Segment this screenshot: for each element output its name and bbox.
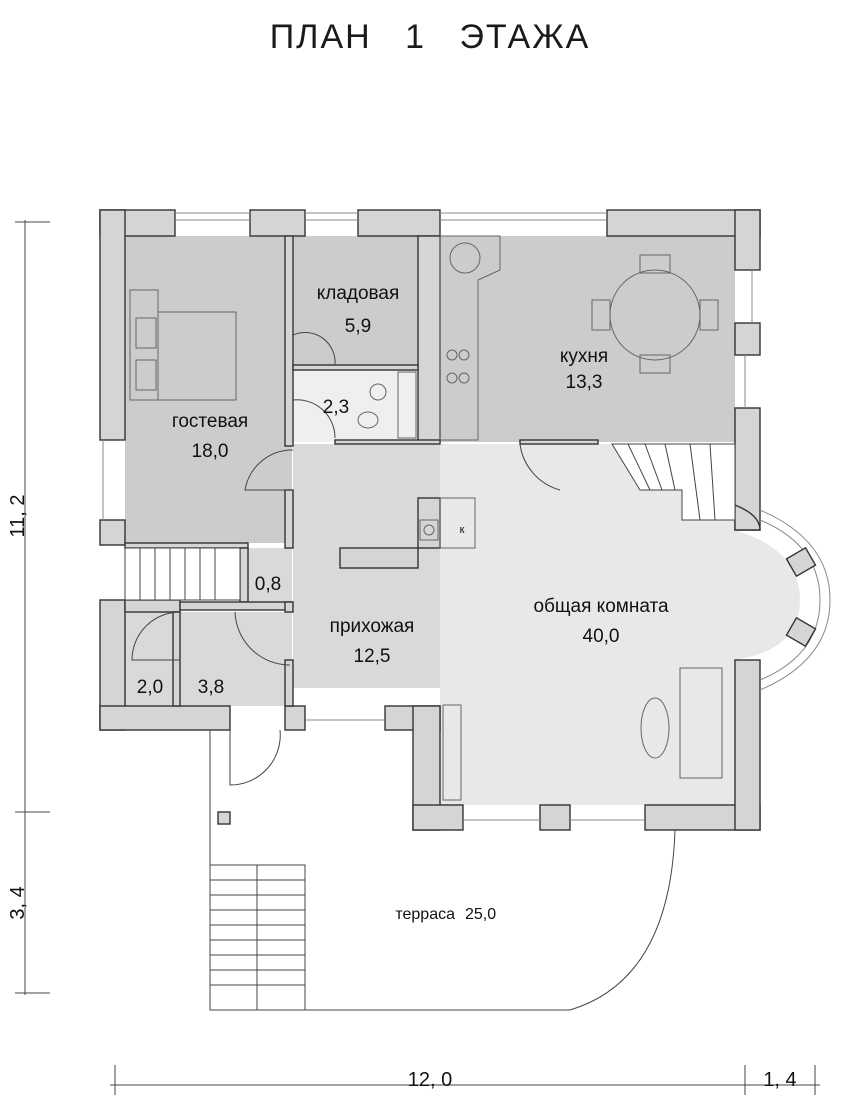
terrace-area: 25,0	[465, 906, 496, 923]
bay-pillar	[785, 546, 817, 578]
kitchen-area: 13,3	[566, 372, 603, 393]
wall	[334, 439, 441, 445]
dining-table	[591, 254, 719, 374]
terrace-name: терраса	[395, 906, 455, 923]
small-closet-area: 0,8	[255, 574, 281, 595]
kitchen-name: кухня	[560, 346, 608, 367]
wall	[172, 611, 181, 707]
room-a-area: 2,0	[137, 677, 163, 698]
storage-floor	[293, 236, 418, 365]
living-room-name: общая комната	[533, 596, 669, 617]
door	[292, 331, 336, 366]
guest-room-name: гостевая	[172, 411, 248, 432]
coffee-table	[640, 697, 670, 759]
kitchen-floor	[440, 236, 735, 442]
bay-pillar	[785, 616, 817, 648]
cabinet	[442, 704, 462, 801]
storage-name: кладовая	[317, 283, 400, 304]
wall	[417, 235, 441, 443]
stove-mark: к	[460, 524, 465, 536]
wall	[284, 601, 294, 613]
wall	[239, 547, 249, 603]
bath-area: 2,3	[323, 397, 349, 418]
wall	[284, 659, 294, 707]
living-room-area: 40,0	[583, 626, 620, 647]
wall	[734, 322, 761, 356]
door	[234, 611, 291, 666]
wall	[249, 209, 306, 237]
wall	[734, 659, 761, 831]
sofa	[679, 667, 723, 779]
wall	[124, 542, 249, 549]
wall	[124, 599, 181, 613]
door	[292, 399, 336, 439]
dimension-width-main: 12, 0	[408, 1069, 452, 1091]
door	[519, 443, 561, 491]
living-room-floor	[440, 444, 800, 805]
wall	[734, 209, 761, 271]
staircase-left	[124, 547, 241, 601]
wall	[284, 705, 306, 731]
room-a-floor	[125, 612, 180, 706]
wall	[412, 804, 464, 831]
wall	[284, 489, 294, 549]
dimension-lines	[15, 220, 820, 1095]
wall	[284, 235, 294, 447]
bathroom-fixtures	[357, 371, 417, 439]
wall	[99, 209, 126, 441]
door	[131, 611, 181, 661]
dimension-height-main: 11, 2	[7, 495, 29, 538]
wall	[357, 209, 441, 237]
wall	[99, 519, 126, 546]
wall	[179, 601, 293, 611]
terrace-stairs	[209, 864, 306, 1011]
hall-name: прихожая	[330, 616, 415, 637]
bed	[129, 289, 237, 401]
bath-floor	[293, 370, 418, 442]
small-closet-floor	[248, 548, 292, 602]
staircase-right	[611, 443, 736, 521]
entry-door	[229, 729, 281, 786]
room-b-floor	[180, 612, 292, 706]
wall	[99, 705, 231, 731]
terrace-post	[217, 811, 231, 825]
door	[244, 449, 294, 491]
terrace-outline	[209, 730, 676, 1011]
storage-area: 5,9	[345, 316, 371, 337]
bay-window	[759, 519, 821, 681]
bay-window	[759, 509, 831, 691]
guest-room-area: 18,0	[192, 441, 229, 462]
wall	[292, 364, 419, 371]
wall	[734, 503, 761, 531]
wall	[339, 547, 419, 569]
dimension-width-bay: 1, 4	[763, 1069, 796, 1091]
wall	[519, 439, 599, 445]
wall	[539, 804, 571, 831]
stove	[419, 497, 476, 549]
hall-area: 12,5	[354, 646, 391, 667]
room-b-area: 3,8	[198, 677, 224, 698]
dimension-height-terrace: 3, 4	[7, 886, 29, 919]
kitchen-counter	[439, 235, 501, 441]
plan-title: ПЛАН 1 ЭТАЖА	[269, 18, 591, 56]
